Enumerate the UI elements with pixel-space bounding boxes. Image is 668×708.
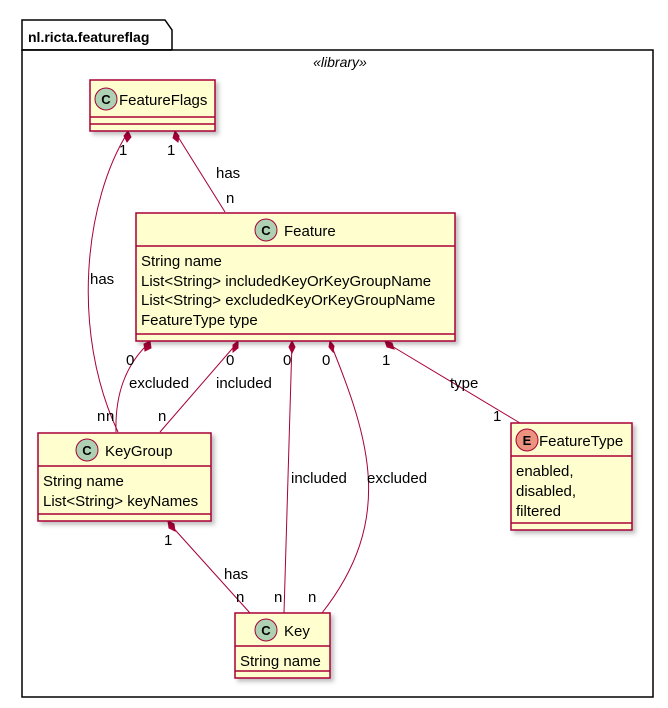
attribute: List<String> keyNames bbox=[43, 493, 198, 510]
attribute: List<String> excludedKeyOrKeyGroupName bbox=[141, 292, 435, 309]
mult-feature-keygroup-included-from: 0 bbox=[226, 352, 234, 369]
attribute: String name bbox=[141, 253, 222, 270]
diamond-feature-featuretype bbox=[384, 340, 395, 350]
diamond-keygroup-key bbox=[167, 520, 176, 532]
diamond-feature-keygroup-included bbox=[232, 339, 239, 354]
class-c-icon bbox=[254, 618, 278, 642]
class-c-icon bbox=[75, 438, 99, 462]
composition-diamonds bbox=[123, 129, 395, 532]
class-key[interactable]: C Key String name bbox=[234, 612, 331, 679]
enum-value: disabled, bbox=[516, 483, 576, 500]
diamond-featureflags-feature bbox=[172, 129, 180, 143]
mult-featureflags-feature-to: n bbox=[226, 190, 234, 207]
class-keygroup[interactable]: C KeyGroup String name List<String> keyN… bbox=[37, 432, 212, 522]
class-name: FeatureFlags bbox=[119, 92, 207, 109]
diamond-feature-key-excluded bbox=[328, 339, 335, 354]
relation-labels: has 1 n has 1 n excluded 0 n included 0 … bbox=[90, 142, 501, 606]
class-kind-glyph: C bbox=[101, 92, 111, 107]
attribute: String name bbox=[43, 473, 124, 490]
class-kind-glyph: E bbox=[523, 433, 532, 448]
attribute: FeatureType type bbox=[141, 312, 258, 329]
relations bbox=[87, 131, 521, 614]
package-name: nl.ricta.featureflag bbox=[28, 29, 149, 45]
relation-feature-keygroup-included bbox=[159, 341, 239, 433]
label-feature-key-included: included bbox=[291, 470, 347, 487]
class-c-icon bbox=[254, 218, 278, 242]
mult-feature-keygroup-excluded-from: 0 bbox=[126, 352, 134, 369]
mult-feature-featuretype-from: 1 bbox=[382, 352, 390, 369]
package-stereotype: «library» bbox=[313, 54, 367, 70]
relation-feature-key-included bbox=[283, 341, 293, 614]
mult-feature-featuretype-to: 1 bbox=[493, 408, 501, 425]
package-body bbox=[21, 49, 654, 698]
relation-featureflags-keygroup bbox=[87, 131, 129, 433]
diamond-featureflags-keygroup bbox=[123, 130, 132, 143]
enum-value: filtered bbox=[516, 503, 561, 520]
mult-feature-keygroup-excluded-to: n bbox=[97, 408, 105, 425]
mult-feature-key-included-to: n bbox=[274, 589, 282, 606]
label-feature-featuretype: type bbox=[450, 375, 478, 392]
attribute: List<String> includedKeyOrKeyGroupName bbox=[141, 273, 431, 290]
class-c-icon bbox=[94, 87, 118, 111]
label-feature-key-excluded: excluded bbox=[367, 470, 427, 487]
mult-featureflags-keygroup-to: n bbox=[106, 408, 114, 425]
mult-keygroup-key-to: n bbox=[236, 589, 244, 606]
mult-featureflags-feature-from: 1 bbox=[167, 142, 175, 159]
package-tab bbox=[21, 19, 173, 51]
class-feature[interactable]: C Feature String name List<String> inclu… bbox=[135, 212, 456, 342]
relation-feature-featuretype bbox=[384, 341, 521, 424]
mult-feature-key-excluded-to: n bbox=[308, 589, 316, 606]
class-name: Key bbox=[284, 623, 310, 640]
class-kind-glyph: C bbox=[261, 223, 271, 238]
mult-feature-keygroup-included-to: n bbox=[158, 408, 166, 425]
attribute: String name bbox=[240, 653, 321, 670]
enum-name: FeatureType bbox=[539, 433, 623, 450]
diamond-feature-key-included bbox=[288, 339, 296, 355]
relation-feature-key-excluded bbox=[321, 341, 370, 614]
mult-feature-key-excluded-from: 0 bbox=[322, 352, 330, 369]
label-feature-keygroup-excluded: excluded bbox=[129, 375, 189, 392]
class-kind-glyph: C bbox=[82, 443, 92, 458]
mult-feature-key-included-from: 0 bbox=[283, 352, 291, 369]
class-name: Feature bbox=[284, 223, 336, 240]
class-name: KeyGroup bbox=[105, 443, 173, 460]
mult-featureflags-keygroup-from: 1 bbox=[119, 142, 127, 159]
enum-featuretype[interactable]: E FeatureType enabled, disabled, filtere… bbox=[510, 422, 633, 531]
label-keygroup-key: has bbox=[224, 566, 248, 583]
label-featureflags-feature: has bbox=[216, 165, 240, 182]
label-featureflags-keygroup: has bbox=[90, 271, 114, 288]
enum-e-icon bbox=[515, 428, 539, 452]
label-feature-keygroup-included: included bbox=[216, 375, 272, 392]
relation-featureflags-feature bbox=[174, 131, 226, 213]
relation-feature-keygroup-excluded bbox=[115, 341, 151, 433]
diamond-feature-keygroup-excluded bbox=[143, 340, 152, 352]
class-kind-glyph: C bbox=[261, 623, 271, 638]
mult-keygroup-key-from: 1 bbox=[164, 532, 172, 549]
enum-value: enabled, bbox=[516, 463, 574, 480]
relation-keygroup-key bbox=[167, 521, 251, 614]
class-featureflags[interactable]: C FeatureFlags bbox=[89, 79, 216, 132]
